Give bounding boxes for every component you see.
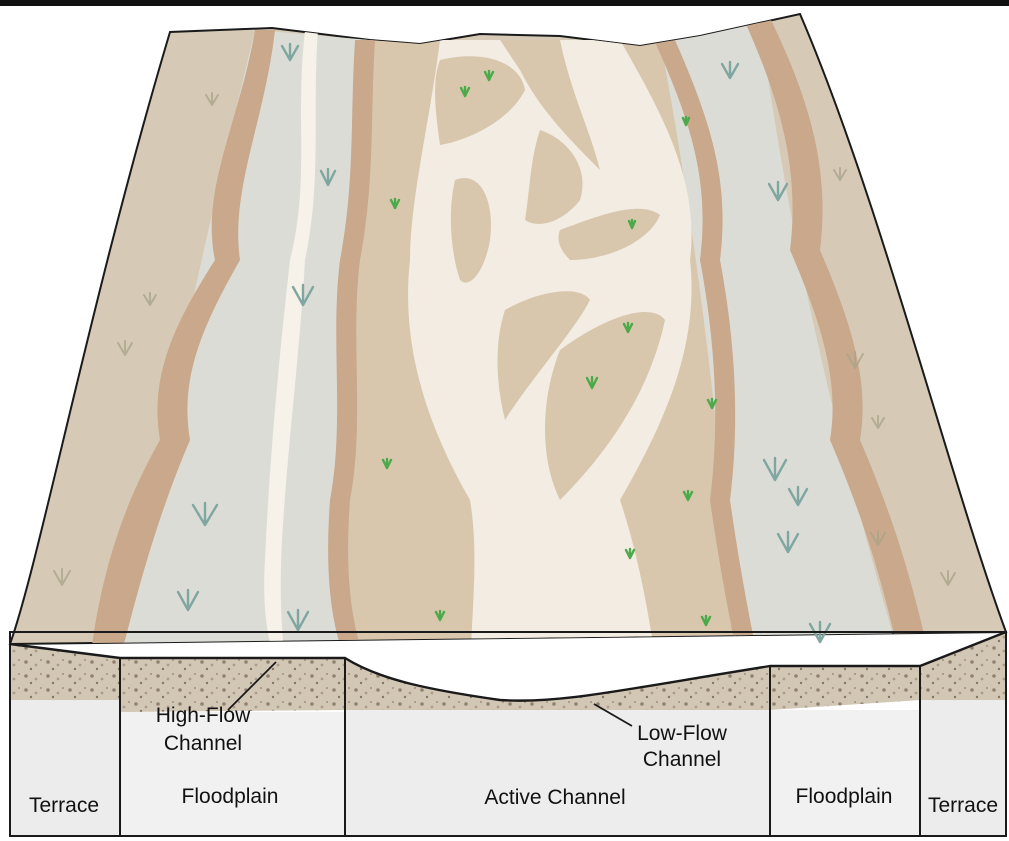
surface-plan-view	[10, 14, 1006, 690]
high-flow-label-line1: High-Flow	[156, 704, 251, 727]
high-flow-label-line2: Channel	[164, 732, 242, 755]
floodplain-left-panel	[120, 712, 345, 836]
low-flow-label-line1: Low-Flow	[637, 722, 728, 745]
low-flow-label-line2: Channel	[643, 748, 721, 771]
floodplain-right-label: Floodplain	[796, 785, 893, 808]
floodplain-right-panel	[770, 710, 920, 836]
floodplain-left-label: Floodplain	[182, 785, 279, 808]
terrace-left-label: Terrace	[29, 794, 99, 817]
terrace-right-label: Terrace	[928, 794, 998, 817]
active-channel-label: Active Channel	[484, 786, 625, 809]
top-border	[0, 0, 1009, 6]
cross-section: High-Flow Channel Low-Flow Channel Terra…	[10, 632, 1006, 836]
